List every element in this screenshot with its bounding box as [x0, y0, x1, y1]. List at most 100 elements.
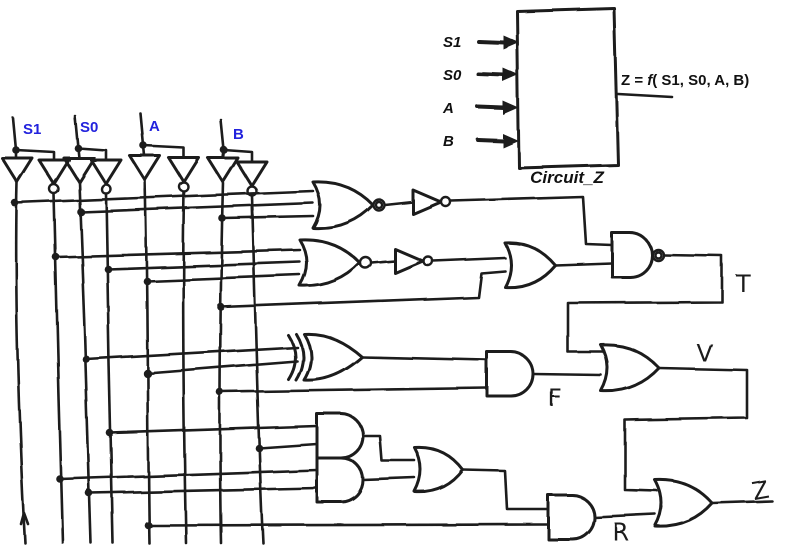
junction-dot	[218, 214, 226, 222]
wire	[431, 256, 507, 263]
wire	[79, 201, 315, 214]
wire	[145, 359, 299, 375]
nand-gate-t	[610, 231, 665, 279]
junction-dots	[11, 142, 263, 529]
wire	[87, 486, 319, 495]
buffer-b	[206, 156, 240, 184]
rail-s1	[14, 180, 27, 545]
inverter-bubble	[100, 183, 112, 195]
junction-dot	[217, 303, 225, 311]
wire	[370, 259, 397, 265]
rail-arrowhead	[19, 511, 30, 526]
not-gate-2	[393, 247, 434, 275]
wire	[257, 442, 319, 450]
not-bubble	[422, 255, 434, 267]
wire	[553, 261, 614, 267]
not-gate-1	[411, 188, 452, 216]
not-bubble	[440, 196, 452, 208]
and-gate-r	[546, 493, 596, 541]
wire	[531, 372, 603, 377]
wire-v-loop	[623, 366, 749, 493]
buffer-s1	[0, 156, 34, 184]
wire	[218, 386, 489, 394]
xor-gate-1	[286, 332, 364, 382]
hand-drawn-layer: T F V R Z	[0, 6, 774, 545]
buffer-s0	[62, 156, 96, 184]
block-input-label-s1: S1	[443, 34, 461, 51]
block-input-arrow-b	[476, 134, 519, 148]
signal-label-v: V	[696, 339, 713, 367]
wire	[449, 195, 614, 247]
inverter-b	[235, 160, 269, 197]
wire	[58, 468, 319, 481]
inverter-s0	[89, 158, 123, 195]
signal-label-z: Z	[750, 475, 771, 505]
rail-s1-not	[52, 192, 65, 545]
wire	[360, 355, 489, 362]
input-label-b: B	[233, 126, 244, 143]
block-input-label-b: B	[443, 133, 454, 150]
signal-rails	[14, 178, 265, 545]
feed-wires	[13, 189, 550, 527]
wire	[383, 200, 415, 207]
wire	[139, 112, 186, 160]
nor-bubble-scribble	[374, 200, 384, 210]
block-input-label-a: A	[442, 100, 454, 117]
wire	[106, 260, 302, 271]
junction-dot	[104, 265, 112, 273]
input-label-a: A	[149, 118, 160, 135]
block-output-expression: Z = f( S1, S0, A, B)	[621, 72, 749, 89]
inverter-a	[167, 156, 201, 193]
input-label-s1: S1	[23, 121, 41, 138]
nor-gate-2	[298, 238, 373, 288]
buffer-a	[128, 154, 162, 182]
junction-dot	[85, 489, 93, 497]
rail-a	[143, 178, 151, 545]
and-gate-4a	[315, 412, 365, 460]
signal-label-t: T	[735, 270, 751, 298]
block-input-arrow-a	[476, 101, 519, 115]
wire	[361, 434, 417, 463]
inverter-s1	[37, 158, 71, 195]
nor-gate-1	[311, 180, 386, 230]
junction-dot	[12, 146, 20, 154]
rail-s0-not	[104, 192, 115, 545]
junction-dot	[74, 144, 82, 152]
junction-dot	[142, 368, 152, 378]
block-input-label-s0: S0	[443, 67, 462, 84]
inverter-bubble	[178, 181, 190, 193]
wire-t-loop	[566, 253, 724, 354]
nor-bubble	[359, 256, 373, 270]
block-input-arrow-s0	[476, 68, 519, 82]
block-diagram-caption: Circuit_Z	[530, 168, 604, 187]
wire	[108, 424, 319, 435]
wire	[145, 273, 302, 283]
signal-label-f: F	[548, 384, 562, 412]
and-gate-f	[485, 350, 535, 398]
rail-s0	[77, 180, 93, 545]
nand-bubble-scribble	[653, 250, 663, 260]
wire	[592, 512, 657, 519]
junction-dot	[56, 475, 64, 483]
block-diagram-box	[515, 6, 620, 170]
inverter-bubble	[48, 183, 60, 195]
junction-dot	[52, 253, 60, 261]
signal-label-r: R	[612, 518, 629, 545]
junction-dot	[11, 199, 19, 207]
or-gate-w	[413, 446, 465, 494]
or-gate-z	[653, 478, 714, 528]
junction-dot	[255, 444, 263, 452]
junction-dot	[143, 277, 151, 285]
wire	[710, 499, 774, 505]
rail-b-not	[250, 194, 265, 545]
wire	[219, 269, 507, 309]
or-gate-v	[599, 343, 661, 393]
and-gate-4b	[315, 456, 365, 504]
block-diagram	[476, 6, 674, 170]
junction-dot	[77, 208, 85, 216]
input-label-s0: S0	[80, 119, 98, 136]
junction-dot	[220, 146, 228, 154]
wire	[84, 345, 299, 361]
